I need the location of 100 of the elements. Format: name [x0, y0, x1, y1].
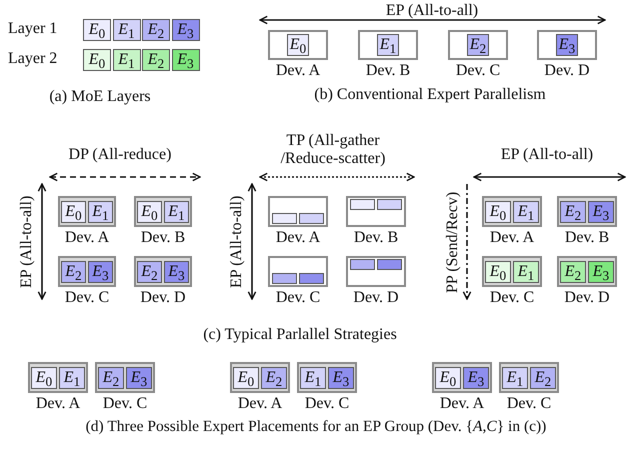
device-label: Dev. D — [544, 62, 590, 80]
device-label: Dev. D — [140, 289, 186, 307]
caption: (c) Typical Parlallel Strategies — [203, 326, 397, 344]
expert-box: E$_{0}$ — [83, 19, 111, 41]
device-box — [482, 256, 542, 287]
expert-box: E$_{3}$ — [328, 367, 354, 389]
device-label: Dev. A — [276, 229, 320, 247]
expert-box: E$_{0}$ — [435, 367, 461, 389]
device-label: Dev. C — [304, 395, 350, 413]
device-label: Dev. A — [36, 395, 80, 413]
device-label: Dev. C — [506, 395, 552, 413]
arrow-label: EP (All-to-all) — [386, 2, 478, 20]
shard-bar — [377, 259, 402, 270]
expert-box: E$_{1}$ — [513, 201, 539, 223]
expert-box: E$_{3}$ — [164, 261, 189, 283]
shard-bar — [350, 199, 375, 210]
device-label: Dev. A — [64, 229, 110, 247]
expert-box: E$_{3}$ — [463, 367, 489, 389]
arrow — [259, 16, 606, 24]
expert-box: E$_{0}$ — [233, 367, 259, 389]
expert-box: E$_{0}$ — [83, 49, 111, 71]
layer-label: Layer 2 — [8, 50, 58, 68]
expert-box: E$_{0}$ — [137, 201, 162, 223]
device-box — [268, 30, 328, 60]
device-label: Dev. B — [140, 229, 186, 247]
device-label: Dev. B — [354, 229, 398, 247]
device-box — [230, 362, 290, 393]
shard-bar — [272, 273, 297, 284]
device-label: Dev. D — [564, 289, 610, 307]
expert-box: E$_{3}$ — [556, 34, 578, 56]
caption: (d) Three Possible Expert Placements for an EP Group (Dev. {A,C} in (c)) — [86, 418, 546, 436]
expert-box: E$_{0}$ — [485, 261, 511, 283]
arrow — [49, 172, 201, 182]
expert-box: E$_{3}$ — [172, 49, 200, 71]
arrow-label: EP (All-to-all) — [228, 194, 246, 290]
expert-box: E$_{1}$ — [502, 367, 528, 389]
arrow-label: EP (All-to-all) — [18, 194, 36, 290]
expert-box: E$_{0}$ — [485, 201, 511, 223]
device-box — [482, 196, 542, 227]
expert-box: E$_{3}$ — [588, 201, 614, 223]
expert-box: E$_{3}$ — [88, 261, 113, 283]
device-box — [448, 30, 508, 60]
device-box — [58, 196, 116, 227]
expert-box: E$_{2}$ — [560, 201, 586, 223]
expert-box: E$_{2}$ — [142, 19, 170, 41]
arrow — [473, 172, 626, 182]
device-box — [134, 256, 192, 287]
arrow — [38, 183, 46, 300]
device-box — [297, 362, 357, 393]
shard-bar — [350, 259, 375, 270]
device-label: Dev. B — [564, 229, 610, 247]
expert-box: E$_{0}$ — [287, 34, 309, 56]
shard-bar — [299, 213, 324, 224]
device-label: Dev. D — [353, 289, 399, 307]
shard-bar — [272, 213, 297, 224]
expert-box: E$_{2}$ — [467, 34, 489, 56]
expert-box: E$_{1}$ — [112, 49, 140, 71]
expert-box: E$_{2}$ — [61, 261, 86, 283]
device-box — [537, 30, 597, 60]
shard-bar — [377, 199, 402, 210]
expert-box: E$_{2}$ — [530, 367, 556, 389]
arrow — [462, 184, 472, 300]
caption: (b) Conventional Expert Parallelism — [314, 86, 546, 104]
device-label: Dev. C — [102, 395, 148, 413]
device-box — [268, 256, 328, 287]
device-box — [557, 196, 617, 227]
expert-box: E$_{1}$ — [513, 261, 539, 283]
expert-box: E$_{1}$ — [377, 34, 399, 56]
expert-box: E$_{1}$ — [300, 367, 326, 389]
device-label: Dev. C — [64, 289, 110, 307]
expert-box: E$_{3}$ — [126, 367, 152, 389]
arrow-label: EP (All-to-all) — [500, 146, 594, 164]
device-box — [58, 256, 116, 287]
device-label: Dev. C — [456, 62, 500, 80]
device-label: Dev. A — [276, 62, 320, 80]
arrow-label: PP (Send/Recv) — [444, 190, 462, 294]
device-box — [28, 362, 88, 393]
device-box — [134, 196, 192, 227]
device-label: Dev. C — [490, 289, 534, 307]
expert-box: E$_{2}$ — [98, 367, 124, 389]
arrow-label: DP (All-reduce) — [68, 146, 172, 164]
expert-box: E$_{1}$ — [164, 201, 189, 223]
expert-box: E$_{1}$ — [112, 19, 140, 41]
device-label: Dev. C — [276, 289, 320, 307]
device-box — [346, 196, 406, 227]
expert-box: E$_{0}$ — [61, 201, 86, 223]
expert-box: E$_{1}$ — [59, 367, 85, 389]
device-box — [499, 362, 559, 393]
device-box — [95, 362, 155, 393]
expert-box: E$_{2}$ — [560, 261, 586, 283]
device-box — [268, 196, 328, 227]
device-box — [346, 256, 406, 287]
device-label: Dev. A — [490, 229, 534, 247]
arrow — [259, 172, 415, 182]
expert-box: E$_{3}$ — [588, 261, 614, 283]
expert-box: E$_{2}$ — [137, 261, 162, 283]
device-label: Dev. B — [366, 62, 410, 80]
shard-bar — [299, 273, 324, 284]
device-label: Dev. A — [440, 395, 484, 413]
arrow-label: TP (All-gather /Reduce-scatter) — [280, 132, 386, 168]
